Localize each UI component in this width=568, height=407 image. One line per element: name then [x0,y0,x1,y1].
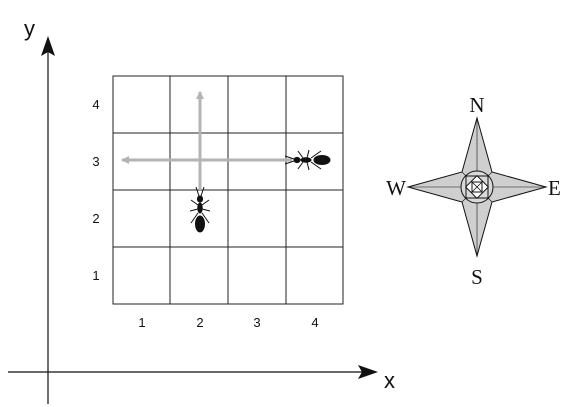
y-axis-label: y [24,16,35,41]
compass-inner-square [471,181,483,193]
column-label: 1 [138,315,145,330]
compass-rose: N S E W [386,93,561,289]
x-axis-arrowhead [358,365,378,379]
row-labels: 1 2 3 4 [92,97,99,283]
x-axis-label: x [384,368,395,393]
coordinate-axes: x y [8,16,395,404]
compass-south-label: S [471,265,483,289]
ant-north-icon [189,186,211,233]
column-label: 2 [196,315,203,330]
row-label: 4 [92,97,99,112]
row-label: 3 [92,154,99,169]
compass-north-label: N [469,93,484,117]
grid [112,75,344,305]
ant-west-icon [284,149,331,171]
column-label: 3 [253,315,260,330]
column-labels: 1 2 3 4 [138,315,318,330]
column-label: 4 [311,315,318,330]
y-axis-arrowhead [41,36,55,56]
row-label: 1 [92,268,99,283]
compass-west-label: W [386,176,406,200]
compass-east-label: E [548,176,561,200]
compass-center-cross [471,181,483,193]
row-label: 2 [92,211,99,226]
